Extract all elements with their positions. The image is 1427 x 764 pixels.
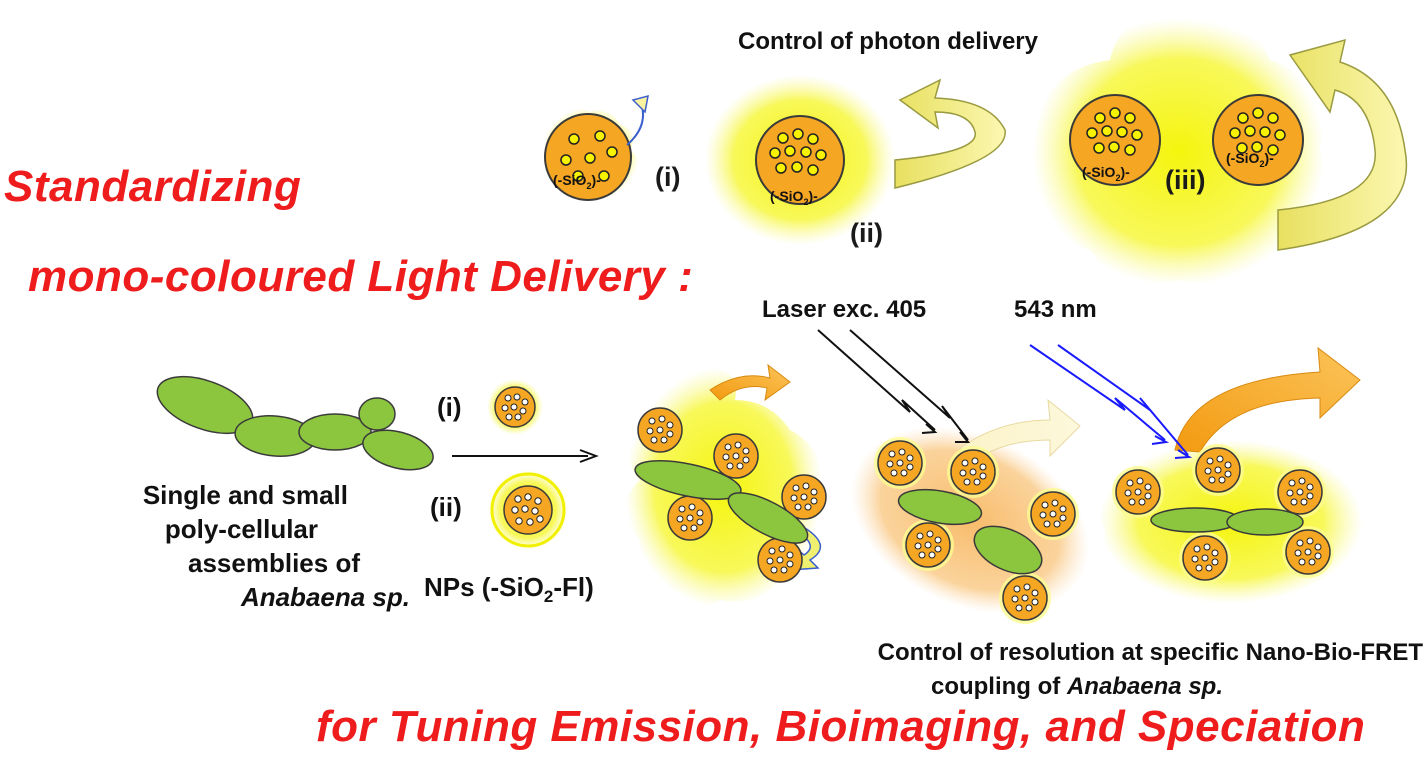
label-iii-top: (iii): [1165, 165, 1206, 195]
shell-label-text: (-SiO: [1226, 150, 1260, 166]
shell-label-text: (-SiO: [1082, 164, 1116, 180]
wavelength-label: 543 nm: [1014, 296, 1097, 323]
resolution-caption-italic: Anabaena sp.: [1066, 673, 1223, 700]
cells-caption-line-1: Single and small: [142, 480, 348, 510]
shell-label-end: )-: [1120, 164, 1130, 180]
shell-label-end: )-: [808, 188, 818, 204]
blue-bolt-1: [1029, 344, 1166, 441]
dye-dots: [1086, 107, 1286, 156]
title-bottom: for Tuning Emission, Bioimaging, and Spe…: [316, 702, 1366, 751]
shell-label-text: (-SiO: [770, 188, 804, 204]
curved-arrow: [894, 78, 1006, 189]
assembly-panel-3: [1029, 344, 1363, 604]
laser-bolt-2: [849, 329, 969, 441]
cell: [298, 413, 372, 451]
label-ii-top: (ii): [850, 218, 883, 248]
shell-label-text: (-SiO: [553, 172, 587, 188]
cells-caption-line-3: assemblies of: [188, 548, 360, 578]
blue-bolt-2: [1057, 344, 1189, 456]
np-caption-sub: 2: [543, 587, 554, 607]
cell: [1150, 507, 1240, 533]
shell-label-iii-right: (-SiO2)-: [1226, 150, 1274, 169]
shell-label-end: )-: [591, 172, 601, 188]
nanoparticle-i-top: [540, 94, 649, 202]
label-i-top: (i): [655, 162, 681, 192]
nanoparticle-iii-top: [1032, 18, 1408, 286]
title-line-1: Standardizing: [4, 162, 302, 211]
shell-label-ii: (-SiO2)-: [770, 188, 818, 207]
np-legend-ii: [488, 470, 568, 550]
cells-caption-line-4: Anabaena sp.: [240, 582, 410, 612]
resolution-caption-line-2: coupling of Anabaena sp.: [800, 670, 1223, 704]
cell: [973, 525, 1043, 575]
np-label-i: (i): [437, 392, 462, 422]
np-legend-i: [487, 379, 543, 435]
shell-label-sub: 2: [1115, 172, 1121, 183]
cell: [358, 397, 396, 431]
np-caption-pre: NPs (-SiO: [424, 572, 544, 602]
np-core-right: [1212, 94, 1304, 186]
shell-label-sub: 2: [586, 180, 592, 191]
nanoparticles: [1112, 444, 1334, 584]
np-dye-dots: [646, 415, 1322, 612]
dye-dots: [769, 128, 827, 176]
title-line-2: mono-coloured Light Delivery :: [28, 252, 694, 301]
resolution-caption: Control of resolution at specific Nano-B…: [800, 636, 1423, 704]
shell-label-sub: 2: [1259, 158, 1265, 169]
curved-arrow: [1277, 38, 1408, 251]
top-panel: [540, 18, 1408, 286]
shell-label-iii-left: (-SiO2)-: [1082, 164, 1130, 183]
emission-arrow: [709, 363, 791, 402]
emission-arrow: [1174, 346, 1361, 453]
shell-label-end: )-: [1264, 150, 1274, 166]
laser-label: Laser exc. 405: [762, 296, 927, 323]
np-core-left: [1069, 94, 1161, 186]
photon-delivery-heading: Control of photon delivery: [738, 28, 1038, 55]
np-caption-post: -Fl): [553, 572, 594, 602]
reaction-arrow: [452, 449, 599, 463]
dye-dots: [560, 130, 618, 182]
np-caption: NPs (-SiO2-Fl): [424, 572, 594, 607]
resolution-caption-pre: coupling of: [930, 673, 1067, 700]
cell: [1226, 508, 1304, 536]
cells-caption-line-2: poly-cellular: [164, 514, 318, 544]
shell-label-sub: 2: [803, 196, 809, 207]
arrow-head: [631, 94, 649, 114]
cell: [897, 488, 983, 526]
shell-label-i: (-SiO2)-: [553, 172, 601, 191]
resolution-caption-line-1: Control of resolution at specific Nano-B…: [877, 639, 1423, 666]
nanoparticle-ii-top: [705, 75, 1006, 245]
laser-bolt-1: [817, 329, 936, 431]
cells-caption: Single and small poly-cellular assemblie…: [0, 478, 410, 614]
cell: [362, 429, 434, 471]
assembly-panel-2: [817, 329, 1089, 624]
cyanobacteria-cells: [156, 375, 434, 471]
emission-arrow: [959, 398, 1081, 461]
cell: [727, 492, 809, 544]
cell: [634, 459, 742, 501]
glow-halo: [1032, 18, 1325, 286]
np-label-ii: (ii): [430, 492, 462, 522]
